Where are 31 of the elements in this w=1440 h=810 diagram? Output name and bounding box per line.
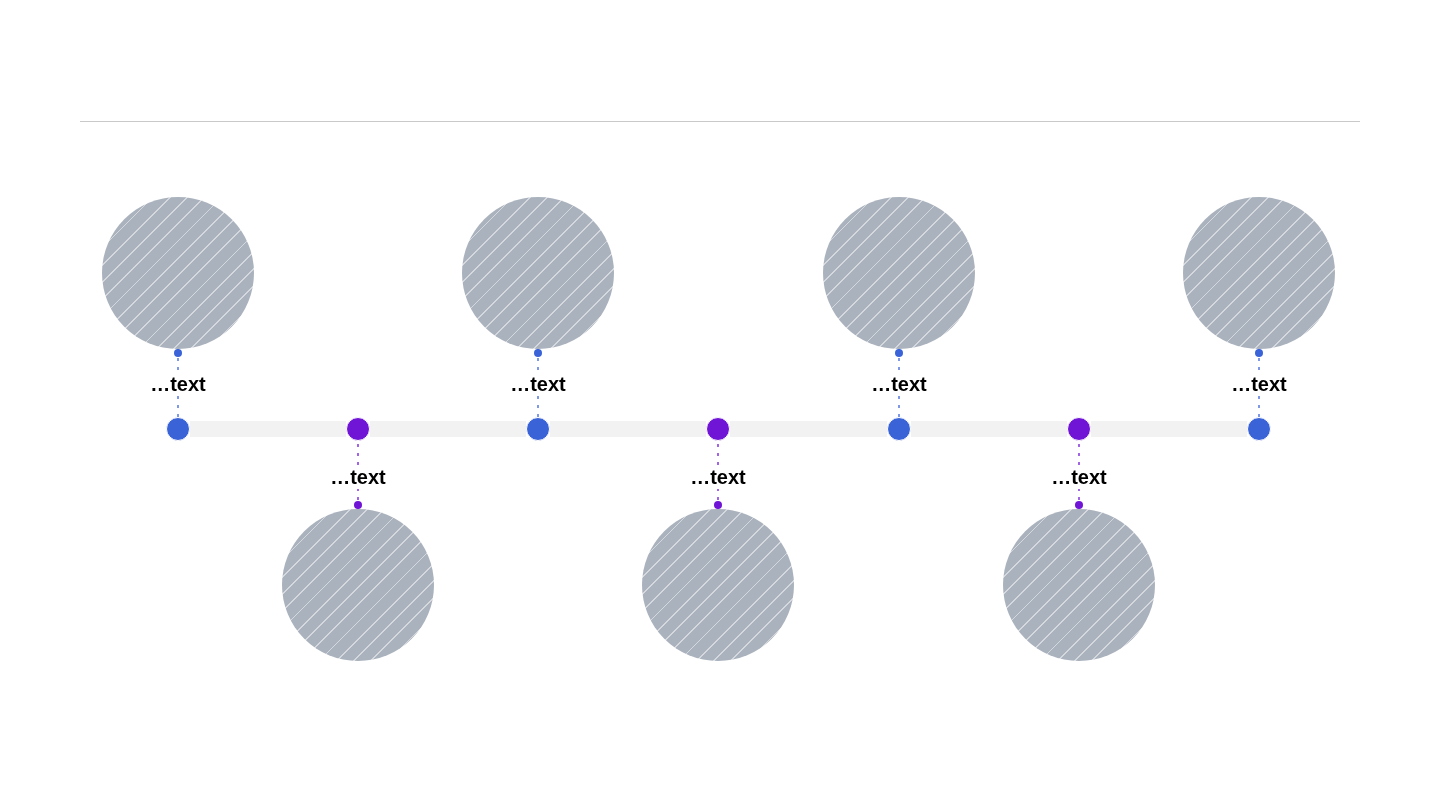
milestone-label: …text [849,372,949,396]
timeline-dot [887,417,911,441]
timeline-dot [166,417,190,441]
milestone-label: …text [1029,465,1129,489]
timeline-bar [1091,421,1247,437]
milestone-label: …text [128,372,228,396]
dashed-leader-line [534,348,542,373]
dashed-leader-line [537,395,539,418]
timeline-bar [550,421,706,437]
timeline-dot [1247,417,1271,441]
milestone-label: …text [488,372,588,396]
dashed-leader-line [1075,488,1083,510]
dashed-leader-line [1255,348,1263,373]
timeline-bar [911,421,1067,437]
dashed-leader-line [898,395,900,418]
timeline-bar [370,421,526,437]
dashed-leader-line [174,348,182,373]
milestone-label: …text [308,465,408,489]
dashed-leader-line [177,395,179,418]
timeline-dot [1067,417,1091,441]
timeline-dot [526,417,550,441]
timeline-bar [190,421,346,437]
timeline-bar [730,421,887,437]
dashed-leader-line [354,488,362,510]
milestone-label: …text [668,465,768,489]
milestone-label: …text [1209,372,1309,396]
dashed-leader-line [1258,395,1260,418]
timeline-dot [346,417,370,441]
timeline-dot [706,417,730,441]
dashed-leader-line [714,488,722,510]
dashed-leader-line [895,348,903,373]
